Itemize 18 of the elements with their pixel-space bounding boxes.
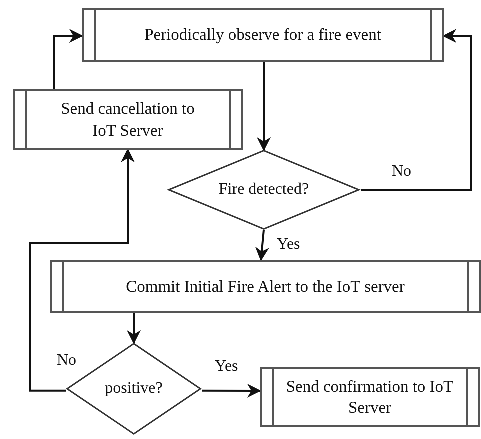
node-text: Send cancellation to IoT Server: [60, 98, 196, 141]
process-box: [13, 89, 243, 150]
process-box: [260, 367, 480, 427]
node-text: Fire detected?: [218, 180, 310, 200]
process-box: [50, 260, 481, 313]
node-text: Send confirmation to IoT Server: [285, 376, 455, 418]
node-text: positive?: [104, 378, 164, 399]
arrow: [202, 384, 262, 398]
arrow: [255, 230, 270, 262]
node-text: Periodically observe for a fire event: [144, 24, 382, 46]
decision-diamond: [167, 150, 361, 230]
arrow: [127, 313, 142, 344]
arrow: [29, 148, 135, 392]
arrow: [361, 29, 472, 191]
arrow: [257, 62, 271, 152]
node-text: Commit Initial Fire Alert to the IoT server: [125, 276, 406, 298]
process-box: [82, 8, 444, 62]
arrow: [53, 29, 84, 89]
